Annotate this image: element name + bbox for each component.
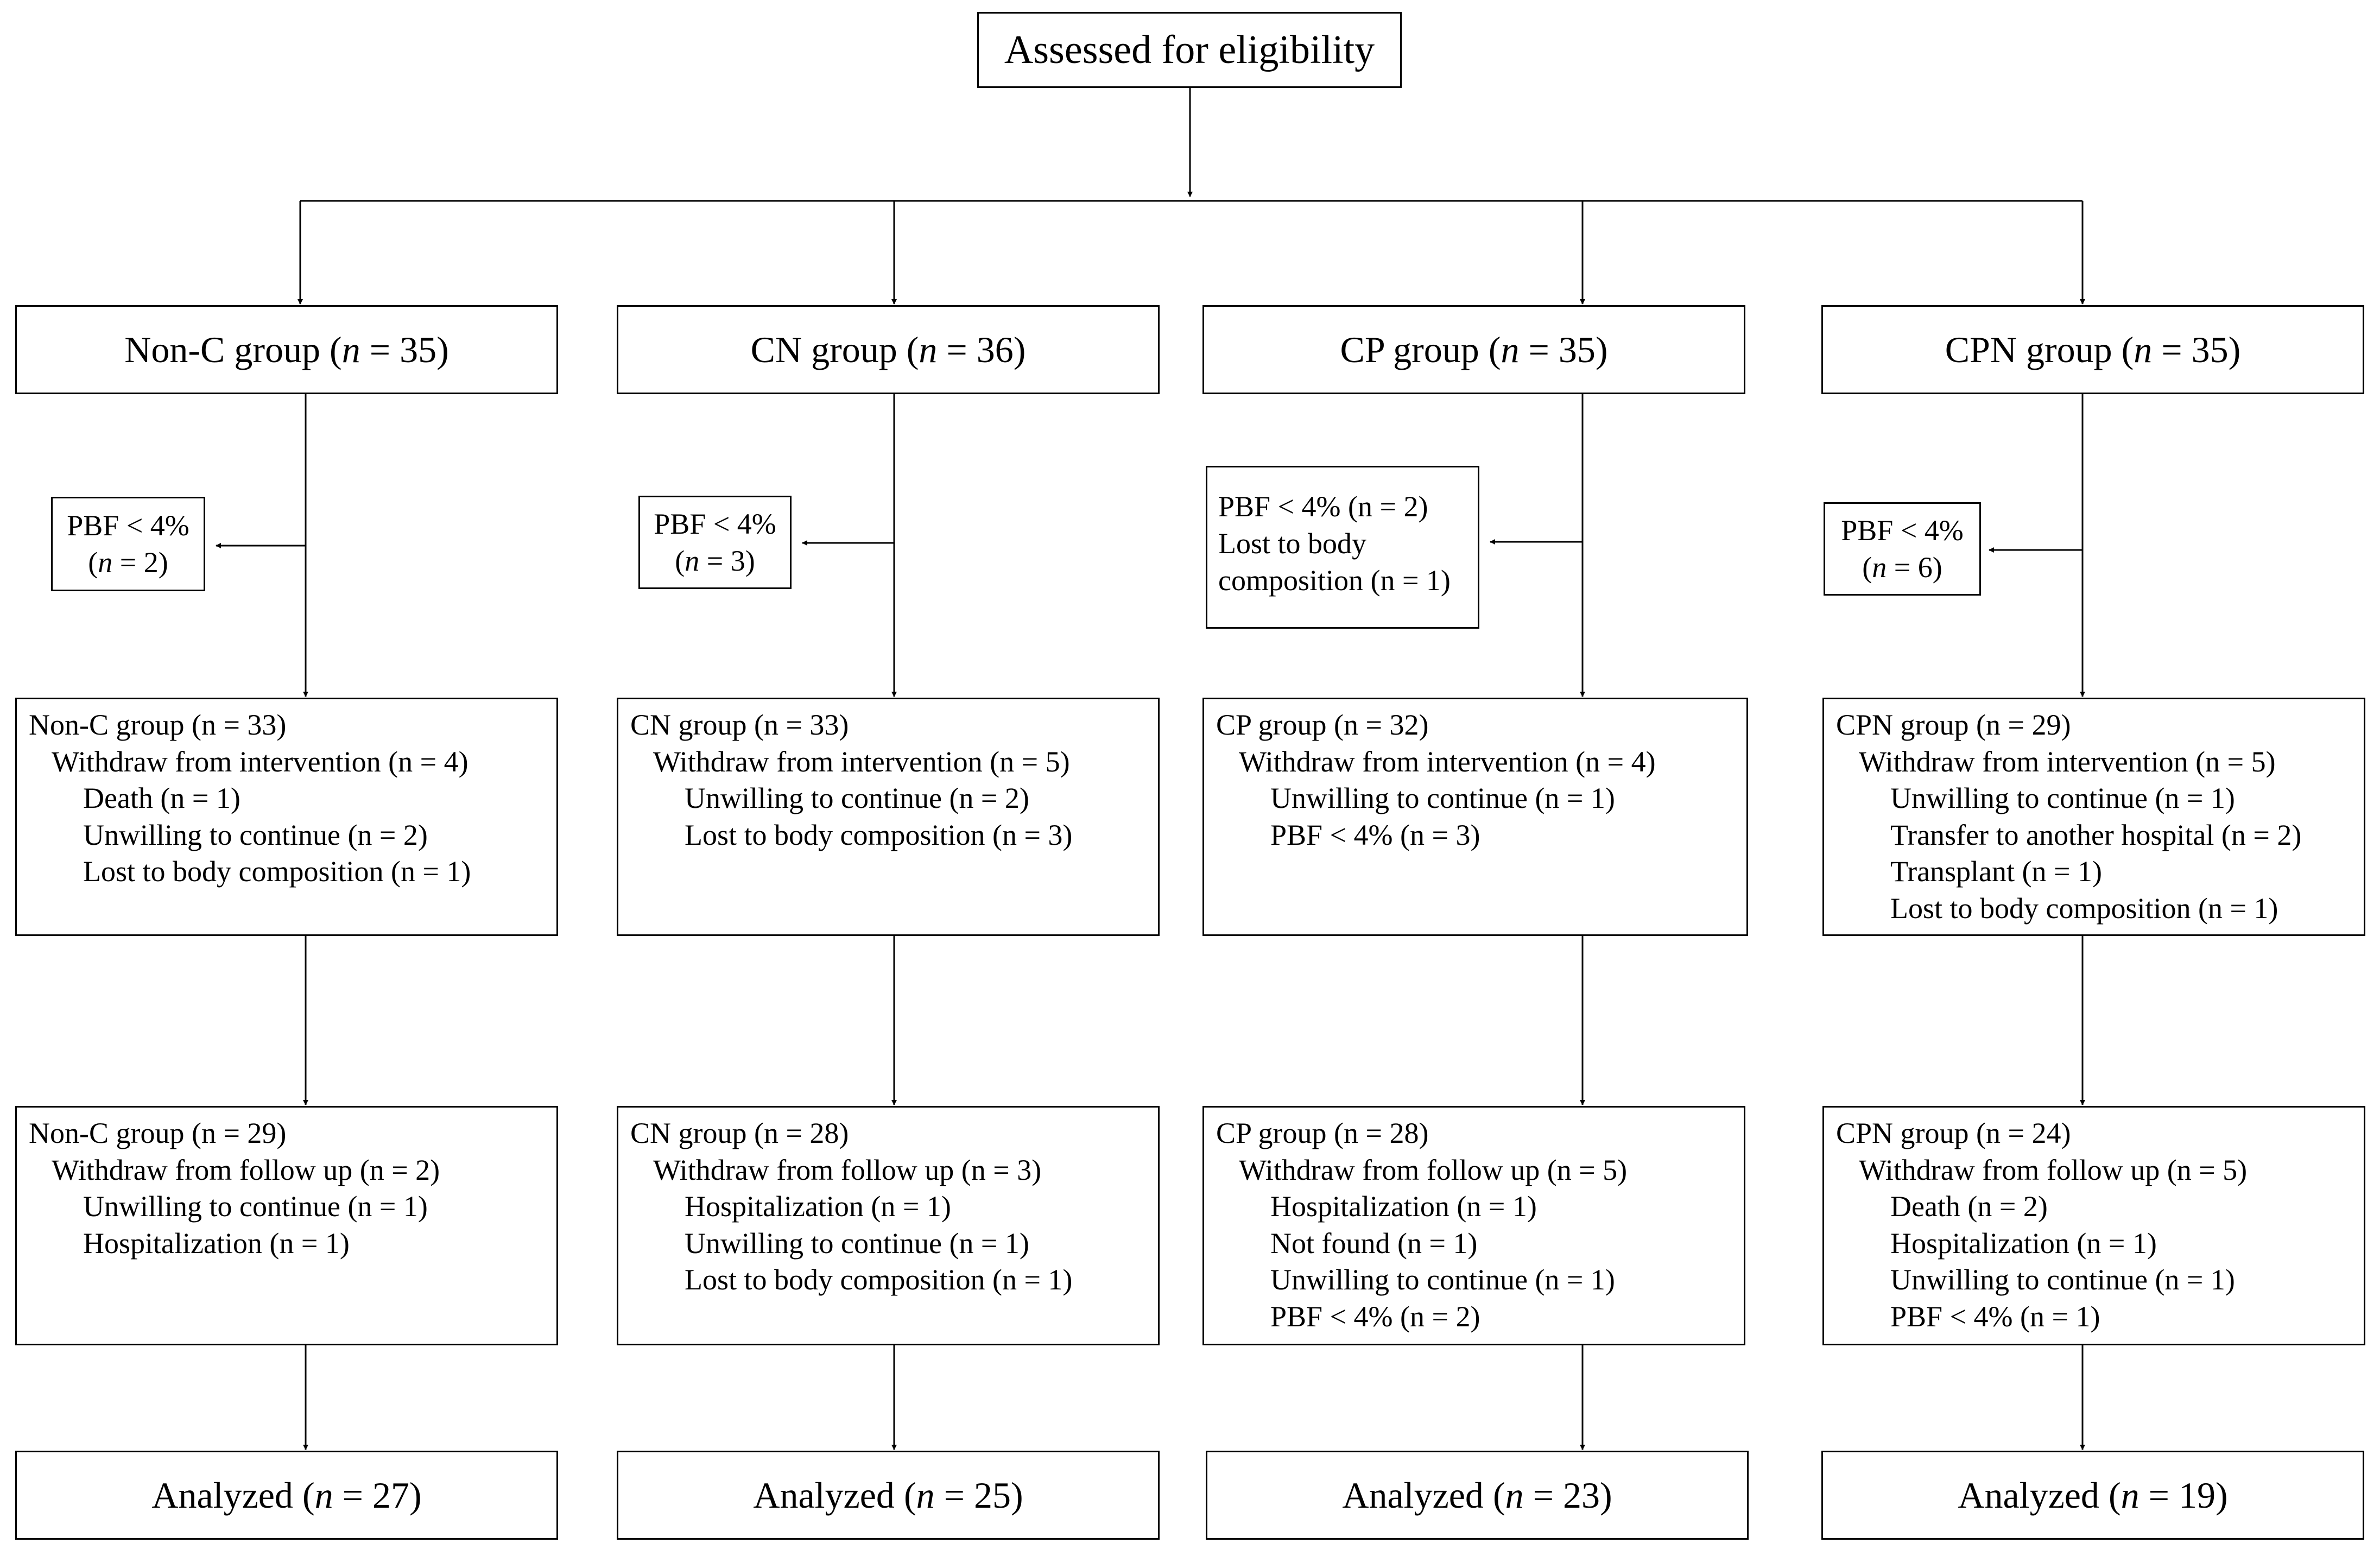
analyzed-n: 19 xyxy=(2178,1474,2216,1516)
exclusion-box-nonc: PBF < 4% (n = 2) xyxy=(51,497,205,591)
reason-item: Unwilling to continue (n = 2) xyxy=(685,782,1029,814)
reason-item: Transfer to another hospital (n = 2) xyxy=(1890,818,2302,851)
exclusion-line: composition (n = 1) xyxy=(1218,564,1451,597)
exclusion-n: 3 xyxy=(730,545,745,577)
followup-box-cn: CN group (n = 28) Withdraw from follow u… xyxy=(617,1106,1160,1345)
box-heading: CPN group (n = 29) xyxy=(1836,709,2071,741)
box-heading: Non-C group (n = 29) xyxy=(29,1117,287,1149)
exclusion-line: Lost to body xyxy=(1218,527,1367,560)
reason-item: Hospitalization (n = 1) xyxy=(685,1190,951,1223)
reason-item: PBF < 4% (n = 3) xyxy=(1270,818,1480,851)
exclusion-label: PBF < 4% xyxy=(1841,514,1964,547)
analyzed-n: 23 xyxy=(1562,1474,1600,1516)
reason-item: Lost to body composition (n = 1) xyxy=(685,1263,1073,1296)
exclusion-box-cp: PBF < 4% (n = 2) Lost to body compositio… xyxy=(1206,466,1479,629)
followup-box-nonc: Non-C group (n = 29) Withdraw from follo… xyxy=(15,1106,558,1345)
reason-item: Unwilling to continue (n = 1) xyxy=(1270,1263,1615,1296)
group-label: CP group xyxy=(1340,328,1479,370)
intervention-box-nonc: Non-C group (n = 33) Withdraw from inter… xyxy=(15,698,558,936)
withdraw-line: Withdraw from follow up (n = 5) xyxy=(1239,1153,1628,1186)
group-box-cn: CN group (n = 36) xyxy=(617,305,1160,394)
analyzed-label: Analyzed xyxy=(1342,1474,1484,1516)
reason-item: Lost to body composition (n = 3) xyxy=(685,818,1073,851)
exclusion-n: 6 xyxy=(1917,551,1933,584)
group-box-nonc: Non-C group (n = 35) xyxy=(15,305,558,394)
box-heading: CN group (n = 28) xyxy=(630,1117,849,1149)
reason-item: PBF < 4% (n = 2) xyxy=(1270,1300,1480,1333)
assessed-label: Assessed for eligibility xyxy=(1004,27,1375,72)
intervention-box-cn: CN group (n = 33) Withdraw from interven… xyxy=(617,698,1160,936)
withdraw-line: Withdraw from follow up (n = 5) xyxy=(1859,1153,2248,1186)
exclusion-box-cn: PBF < 4% (n = 3) xyxy=(638,496,792,589)
group-n: 35 xyxy=(2191,328,2229,370)
group-n: 36 xyxy=(976,328,1014,370)
reason-item: Unwilling to continue (n = 1) xyxy=(1890,782,2235,814)
analyzed-label: Analyzed xyxy=(1958,1474,2099,1516)
reason-item: Hospitalization (n = 1) xyxy=(83,1226,350,1260)
followup-box-cp: CP group (n = 28) Withdraw from follow u… xyxy=(1202,1106,1745,1345)
group-n: 35 xyxy=(400,328,437,370)
reason-item: Unwilling to continue (n = 1) xyxy=(685,1226,1029,1260)
box-heading: Non-C group (n = 33) xyxy=(29,709,287,741)
analyzed-n: 27 xyxy=(372,1474,409,1516)
reason-item: Unwilling to continue (n = 1) xyxy=(1270,782,1615,814)
withdraw-line: Withdraw from follow up (n = 2) xyxy=(52,1153,440,1186)
reason-item: Lost to body composition (n = 1) xyxy=(1890,891,2278,925)
reason-item: Unwilling to continue (n = 1) xyxy=(1890,1263,2235,1296)
analyzed-n: 25 xyxy=(973,1474,1011,1516)
reason-item: Not found (n = 1) xyxy=(1270,1226,1478,1260)
reason-item: Lost to body composition (n = 1) xyxy=(83,855,471,888)
intervention-box-cpn: CPN group (n = 29) Withdraw from interve… xyxy=(1822,698,2365,936)
withdraw-line: Withdraw from follow up (n = 3) xyxy=(653,1153,1042,1186)
box-heading: CP group (n = 28) xyxy=(1216,1117,1429,1149)
group-label: Non-C group xyxy=(124,328,321,370)
exclusion-line: PBF < 4% (n = 2) xyxy=(1218,490,1428,523)
withdraw-line: Withdraw from intervention (n = 5) xyxy=(653,745,1070,778)
analyzed-label: Analyzed xyxy=(151,1474,293,1516)
reason-item: Death (n = 1) xyxy=(83,782,240,814)
withdraw-line: Withdraw from intervention (n = 5) xyxy=(1859,745,2276,778)
box-heading: CN group (n = 33) xyxy=(630,709,849,741)
withdraw-line: Withdraw from intervention (n = 4) xyxy=(1239,745,1656,778)
followup-box-cpn: CPN group (n = 24) Withdraw from follow … xyxy=(1822,1106,2365,1345)
reason-item: Unwilling to continue (n = 2) xyxy=(83,818,428,851)
reason-item: Hospitalization (n = 1) xyxy=(1890,1226,2157,1260)
reason-item: Unwilling to continue (n = 1) xyxy=(83,1190,428,1223)
analyzed-box-cn: Analyzed (n = 25) xyxy=(617,1451,1160,1540)
reason-item: Transplant (n = 1) xyxy=(1890,855,2102,888)
exclusion-label: PBF < 4% xyxy=(67,509,189,542)
reason-item: Death (n = 2) xyxy=(1890,1190,2048,1223)
analyzed-box-nonc: Analyzed (n = 27) xyxy=(15,1451,558,1540)
exclusion-box-cpn: PBF < 4% (n = 6) xyxy=(1824,502,1981,596)
intervention-box-cp: CP group (n = 32) Withdraw from interven… xyxy=(1202,698,1748,936)
analyzed-box-cpn: Analyzed (n = 19) xyxy=(1821,1451,2364,1540)
group-box-cp: CP group (n = 35) xyxy=(1202,305,1745,394)
exclusion-label: PBF < 4% xyxy=(654,508,776,540)
group-label: CN group xyxy=(750,328,897,370)
withdraw-line: Withdraw from intervention (n = 4) xyxy=(52,745,469,778)
assessed-box: Assessed for eligibility xyxy=(977,12,1402,88)
reason-item: PBF < 4% (n = 1) xyxy=(1890,1300,2100,1333)
group-label: CPN group xyxy=(1945,328,2112,370)
box-heading: CPN group (n = 24) xyxy=(1836,1117,2071,1149)
exclusion-n: 2 xyxy=(143,546,159,579)
group-box-cpn: CPN group (n = 35) xyxy=(1821,305,2364,394)
group-n: 35 xyxy=(1558,328,1596,370)
analyzed-label: Analyzed xyxy=(753,1474,895,1516)
analyzed-box-cp: Analyzed (n = 23) xyxy=(1206,1451,1749,1540)
reason-item: Hospitalization (n = 1) xyxy=(1270,1190,1537,1223)
box-heading: CP group (n = 32) xyxy=(1216,709,1429,741)
